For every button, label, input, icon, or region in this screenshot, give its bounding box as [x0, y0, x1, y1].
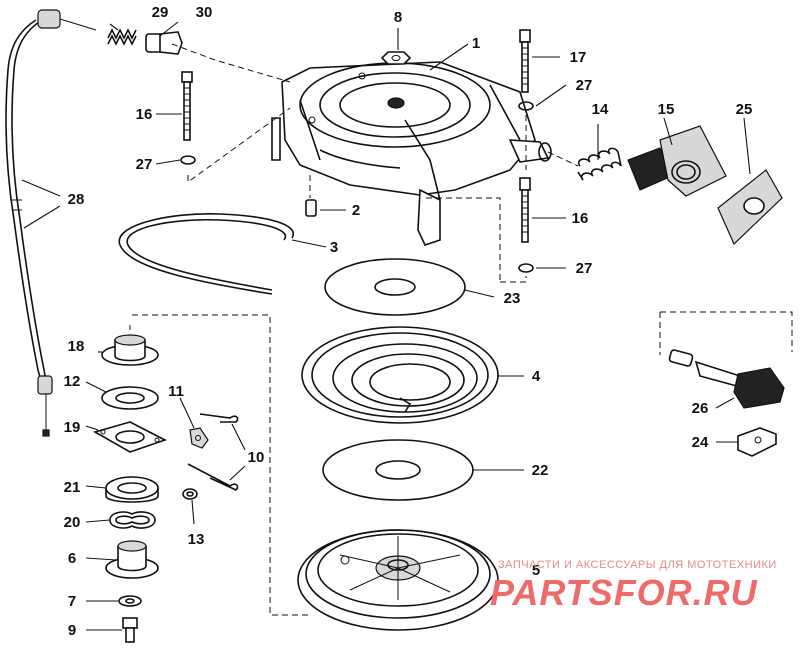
part-6-bushing — [105, 540, 159, 579]
part-9-bolt — [122, 617, 138, 643]
part-2-pin — [305, 199, 317, 217]
assembly-lines — [129, 43, 793, 616]
part-23-plate — [324, 258, 466, 316]
callout-27-upper: 27 — [576, 77, 593, 94]
callout-29: 29 — [152, 4, 169, 21]
leader-lines — [21, 21, 751, 631]
callout-5: 5 — [532, 562, 540, 579]
part-11-pawl — [189, 427, 209, 449]
callout-21: 21 — [64, 479, 81, 496]
watermark-tagline: ЗАПЧАСТИ И АКСЕССУАРЫ ДЛЯ МОТОТЕХНИКИ — [498, 559, 777, 571]
callout-6: 6 — [68, 550, 76, 567]
callout-11: 11 — [168, 383, 184, 400]
callout-10: 10 — [248, 449, 265, 466]
part-17-screw — [519, 29, 531, 93]
part-4-spring — [301, 326, 499, 424]
part-26-handle — [668, 349, 785, 409]
callout-30: 30 — [196, 4, 213, 21]
part-25-plate — [717, 169, 783, 246]
callout-23: 23 — [504, 290, 521, 307]
callout-17: 17 — [570, 49, 587, 66]
callout-8: 8 — [394, 9, 402, 26]
part-27-washer-lower — [518, 263, 534, 273]
callout-22: 22 — [532, 462, 549, 479]
callout-27-left: 27 — [136, 156, 153, 173]
part-18-cup — [101, 334, 159, 366]
callout-26: 26 — [692, 400, 709, 417]
callout-28: 28 — [68, 191, 85, 208]
part-1-housing — [271, 61, 552, 246]
part-13-clip — [182, 488, 198, 500]
callout-16-left: 16 — [136, 106, 153, 123]
part-30-plunger — [145, 31, 183, 55]
callout-27-lower: 27 — [576, 260, 593, 277]
callout-7: 7 — [68, 593, 76, 610]
callout-24: 24 — [692, 434, 709, 451]
callout-3: 3 — [330, 239, 338, 256]
part-5-pulley — [297, 529, 499, 631]
callout-14: 14 — [592, 101, 609, 118]
part-14-spring — [577, 147, 622, 181]
callout-19: 19 — [64, 419, 81, 436]
part-21-seal — [105, 476, 159, 503]
callout-2: 2 — [352, 202, 360, 219]
callout-9: 9 — [68, 622, 76, 639]
part-20-ring — [109, 511, 156, 529]
callout-16-right: 16 — [572, 210, 589, 227]
callout-15: 15 — [658, 101, 675, 118]
callout-1: 1 — [472, 35, 480, 52]
part-24-retainer — [737, 427, 777, 457]
part-7-washer — [118, 595, 142, 607]
callout-13: 13 — [188, 531, 205, 548]
part-28-cable — [5, 9, 97, 437]
part-27-washer-left — [180, 155, 196, 165]
part-27-washer-upper — [518, 101, 534, 111]
watermark-logo: PARTSFOR.RU — [490, 572, 758, 613]
callout-18: 18 — [68, 338, 85, 355]
callout-4: 4 — [532, 368, 541, 385]
callout-20: 20 — [64, 514, 81, 531]
part-3-rope — [118, 213, 295, 295]
part-19-gasket — [92, 421, 168, 453]
part-22-plate — [322, 439, 474, 501]
callout-25: 25 — [736, 101, 753, 118]
part-16-screw-right — [519, 177, 531, 243]
callout-12: 12 — [64, 373, 81, 390]
callout-labels: 29 30 8 1 17 27 16 27 2 3 14 15 25 16 27… — [64, 4, 753, 639]
part-10-springs — [187, 413, 239, 491]
part-12-washer — [101, 386, 159, 410]
part-15-boot — [627, 125, 727, 197]
part-16-screw-left — [181, 71, 193, 141]
part-8-nut — [380, 51, 412, 65]
watermark: ЗАПЧАСТИ И АКСЕССУАРЫ ДЛЯ МОТОТЕХНИКИ PA… — [490, 559, 777, 613]
part-29-spring — [107, 28, 137, 46]
